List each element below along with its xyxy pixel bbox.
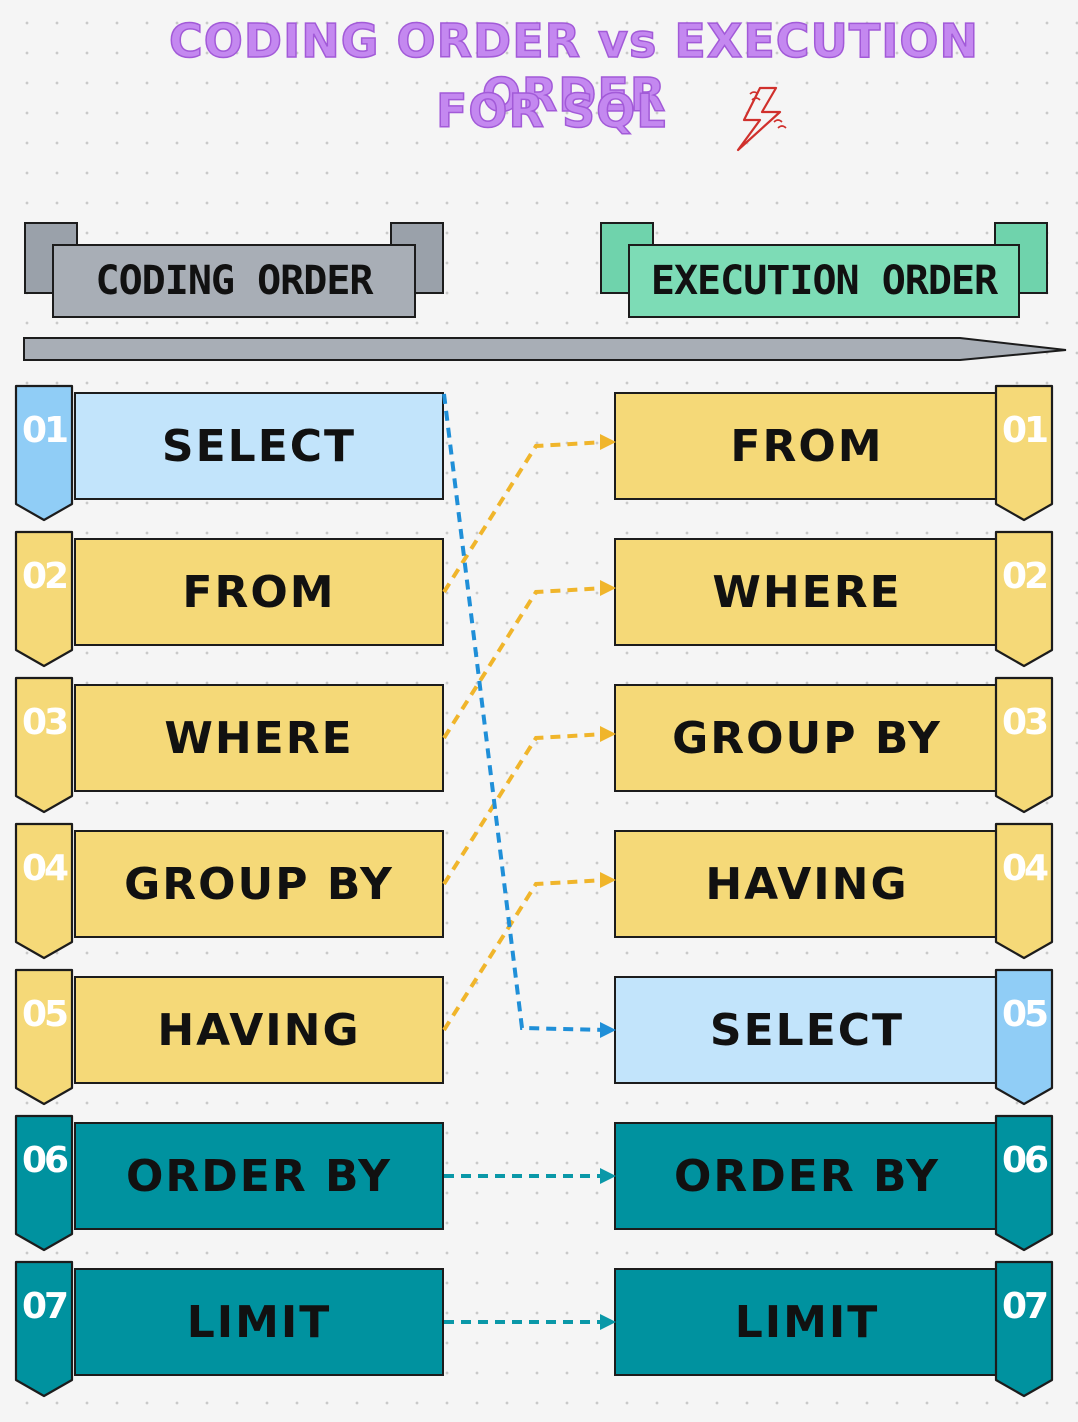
execution-step-group-by: GROUP BY [614,684,1000,792]
connector-line [442,878,607,1032]
right-step-number: 03 [1001,702,1049,743]
right-step-badge-arrow [994,1114,1054,1252]
left-step-number: 06 [21,1140,69,1181]
right-step-badge-arrow [994,968,1054,1106]
left-step-number: 01 [21,410,69,451]
right-step-number: 01 [1001,410,1049,451]
right-step-badge-arrow [994,384,1054,522]
right-step-badge-arrow [994,822,1054,960]
execution-step-limit: LIMIT [614,1268,1000,1376]
left-step-badge-arrow [14,1114,74,1252]
page-subtitle: FOR SQL [435,83,667,139]
execution-step-select: SELECT [614,976,1000,1084]
connector-line [442,732,607,886]
execution-step-where: WHERE [614,538,1000,646]
right-step-number: 07 [1001,1286,1049,1327]
right-step-badge-arrow [994,530,1054,668]
connector-line [442,586,607,740]
lightning-bolt-icon [736,86,787,152]
coding-order-header: CODING ORDER [52,244,416,318]
coding-step-order-by: ORDER BY [74,1122,444,1230]
left-step-number: 04 [21,848,69,889]
timeline-arrow-icon [23,337,1067,361]
connector-line [442,440,607,594]
execution-step-from: FROM [614,392,1000,500]
execution-step-order-by: ORDER BY [614,1122,1000,1230]
left-step-badge-arrow [14,676,74,814]
coding-step-having: HAVING [74,976,444,1084]
left-step-number: 03 [21,702,69,743]
coding-step-from: FROM [74,538,444,646]
left-step-badge-arrow [14,530,74,668]
right-step-number: 05 [1001,994,1049,1035]
left-step-badge-arrow [14,822,74,960]
left-step-badge-arrow [14,968,74,1106]
right-step-number: 04 [1001,848,1049,889]
execution-order-header: EXECUTION ORDER [628,244,1020,318]
coding-step-group-by: GROUP BY [74,830,444,938]
left-step-badge-arrow [14,1260,74,1398]
coding-step-select: SELECT [74,392,444,500]
coding-step-where: WHERE [74,684,444,792]
coding-step-limit: LIMIT [74,1268,444,1376]
left-step-number: 07 [21,1286,69,1327]
left-step-number: 02 [21,556,69,597]
execution-step-having: HAVING [614,830,1000,938]
left-step-badge-arrow [14,384,74,522]
right-step-number: 06 [1001,1140,1049,1181]
right-step-badge-arrow [994,1260,1054,1398]
page-title: CODING ORDER vs EXECUTION ORDER [168,13,979,123]
connector-line [442,393,607,1032]
left-step-number: 05 [21,994,69,1035]
right-step-number: 02 [1001,556,1049,597]
right-step-badge-arrow [994,676,1054,814]
